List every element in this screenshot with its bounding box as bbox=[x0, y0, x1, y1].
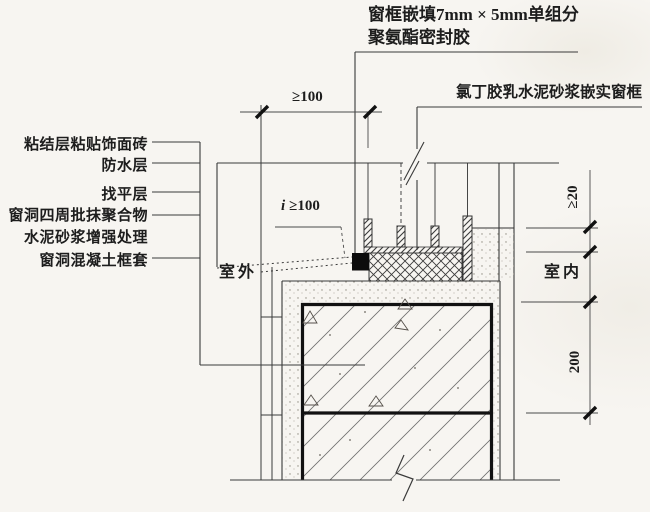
zone-outside: 室外 bbox=[219, 264, 258, 281]
dimension-right-large: 200 bbox=[566, 350, 583, 374]
sealant-block bbox=[352, 253, 369, 271]
slope-symbol: i bbox=[281, 198, 286, 214]
break-symbol bbox=[395, 454, 414, 502]
label-polymer-mortar-line2: 水泥砂浆增强处理 bbox=[23, 230, 148, 246]
note-mortar: 氯丁胶乳水泥砂浆嵌实窗框 bbox=[456, 84, 643, 101]
exterior-finish-layers bbox=[216, 105, 353, 480]
window-frame-section bbox=[363, 163, 514, 282]
mortar-bed-crosshatch bbox=[363, 246, 463, 282]
label-concrete-frame: 窗洞混凝土框套 bbox=[39, 253, 148, 269]
label-leveling-layer: 找平层 bbox=[101, 187, 148, 203]
dimension-right-small: ≥20 bbox=[564, 185, 581, 209]
dimension-ticks bbox=[254, 104, 598, 421]
zone-inside: 室内 bbox=[544, 264, 583, 281]
dimension-top-width: ≥100 bbox=[292, 89, 323, 105]
concrete-texture bbox=[302, 298, 471, 456]
leader-lines bbox=[152, 51, 642, 366]
dimension-slope: i≥100 bbox=[281, 198, 320, 215]
concrete-core bbox=[300, 302, 494, 480]
slope-value: ≥100 bbox=[289, 198, 320, 214]
label-bonding-tile-layer: 粘结层粘贴饰面砖 bbox=[23, 137, 148, 153]
label-polymer-mortar-line1: 窗洞四周批抹聚合物 bbox=[8, 208, 148, 224]
note-sealant-line2: 聚氨酯密封胶 bbox=[368, 28, 470, 47]
boundary-lines bbox=[216, 162, 560, 481]
note-sealant-line1: 窗框嵌填7mm × 5mm单组分 bbox=[368, 5, 579, 24]
interior-reveal-render bbox=[473, 229, 514, 281]
label-waterproof-layer: 防水层 bbox=[101, 158, 148, 174]
